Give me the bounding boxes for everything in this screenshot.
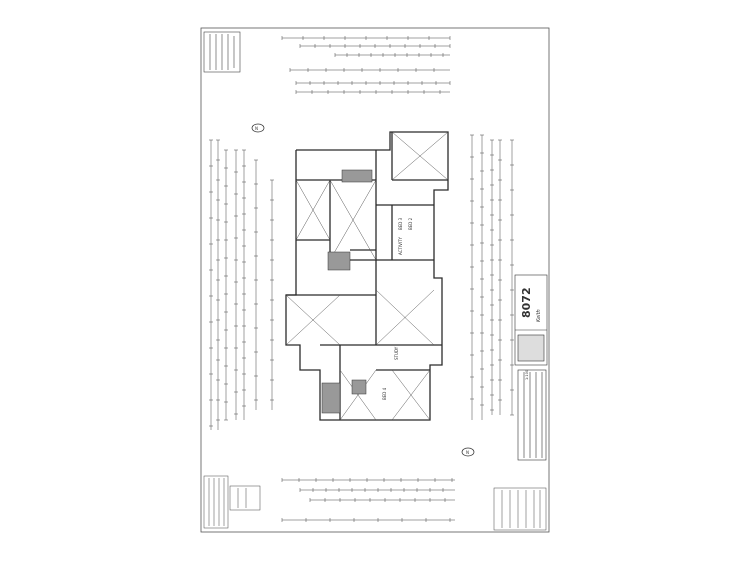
scale-label: 1:100 xyxy=(525,370,529,380)
top-dimension-ticks xyxy=(281,36,451,94)
plan-number: 8072 xyxy=(520,287,533,318)
top-dimensions xyxy=(282,37,450,93)
notes-block xyxy=(203,475,261,529)
approval-stamp xyxy=(203,31,241,73)
title-block xyxy=(514,274,548,461)
room-label-bed3: BED 3 xyxy=(398,217,403,230)
room-label-bed4: BED 4 xyxy=(382,387,387,400)
left-dimensions xyxy=(210,140,273,430)
room-label-bed2: BED 2 xyxy=(408,217,413,230)
right-dimension-ticks xyxy=(470,134,514,416)
room-label-study: STUDY xyxy=(394,346,399,360)
left-dimension-ticks xyxy=(209,139,274,427)
svg-text:N: N xyxy=(255,126,258,131)
ceiling-diagonals xyxy=(285,131,449,421)
north-marker-bottom: N xyxy=(461,447,475,457)
sheet-border xyxy=(200,27,550,533)
svg-text:N: N xyxy=(466,450,469,455)
bottom-dimension-ticks xyxy=(281,478,453,522)
room-labels: BED 3 ACTIVITY BED 2 STUDY BED 4 xyxy=(382,217,413,400)
right-dimensions xyxy=(471,135,513,420)
room-label-activity: ACTIVITY xyxy=(398,237,403,255)
wet-areas xyxy=(321,169,373,414)
signature: Keith xyxy=(536,309,542,322)
north-marker-top: N xyxy=(251,123,265,133)
spec-block xyxy=(493,487,547,531)
